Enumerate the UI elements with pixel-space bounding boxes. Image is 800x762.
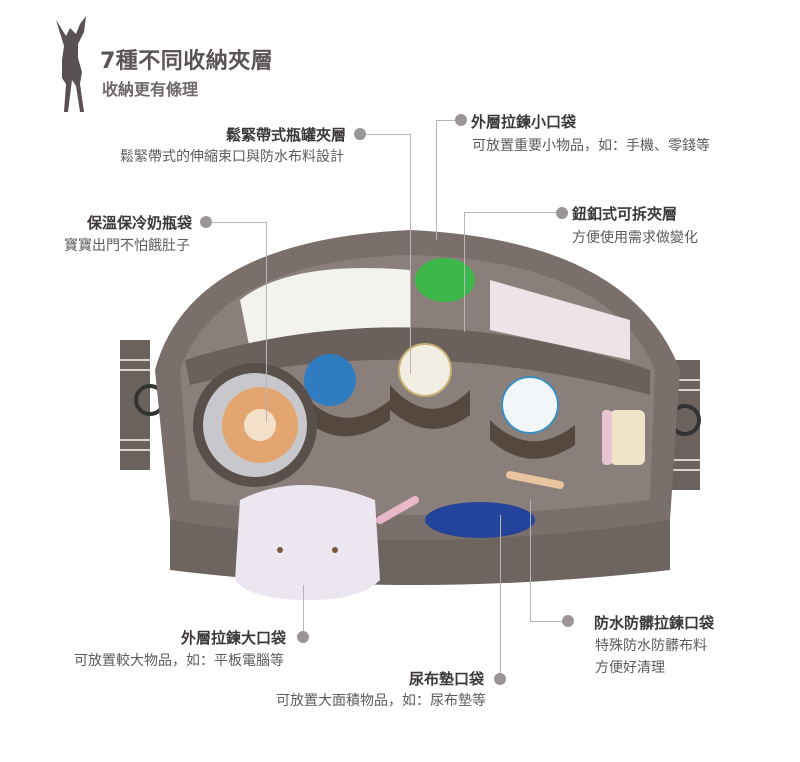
connector-line xyxy=(464,212,558,213)
callout-desc: 鬆緊帶式的伸縮束口與防水布料設計 xyxy=(120,149,344,165)
callout-dot xyxy=(354,128,366,140)
callout-dot xyxy=(562,615,574,627)
callout-dot xyxy=(455,114,467,126)
callout-title: 尿布墊口袋 xyxy=(408,670,484,688)
connector-line xyxy=(366,134,410,135)
connector-line xyxy=(436,120,456,121)
callout-dot xyxy=(297,631,309,643)
connector-line xyxy=(530,500,531,621)
callout-title: 鈕釦式可拆夾層 xyxy=(572,205,678,223)
connector-line xyxy=(436,120,437,240)
callout-title: 外層拉鍊小口袋 xyxy=(471,113,577,131)
page-title: 7種不同收納夾層 xyxy=(100,49,274,74)
connector-line xyxy=(303,585,304,635)
callout-elastic-bottle-pocket: 鬆緊帶式瓶罐夾層 xyxy=(226,124,346,145)
deer-silhouette-icon xyxy=(56,16,86,112)
connector-line xyxy=(266,222,267,422)
callout-desc: 特殊防水防髒布料 xyxy=(595,638,707,654)
callout-desc: 可放置大面積物品，如：尿布墊等 xyxy=(276,693,486,709)
callout-dot xyxy=(556,207,568,219)
callout-desc: 可放置重要小物品，如：手機、零錢等 xyxy=(472,138,710,154)
callout-title: 外層拉鍊大口袋 xyxy=(180,629,286,647)
callout-desc: 方便使用需求做變化 xyxy=(572,230,698,246)
callout-desc: 可放置較大物品，如：平板電腦等 xyxy=(74,653,284,669)
diaper-bag-image xyxy=(120,230,701,600)
connector-line xyxy=(530,621,562,622)
callout-desc: 寶寶出門不怕餓肚子 xyxy=(64,238,190,254)
callout-dot xyxy=(494,673,506,685)
callout-dot xyxy=(200,216,212,228)
callout-title: 保溫保冷奶瓶袋 xyxy=(86,214,192,232)
callout-desc: 方便好清理 xyxy=(595,660,665,676)
callout-title: 鬆緊帶式瓶罐夾層 xyxy=(225,126,346,144)
connector-line xyxy=(410,134,411,374)
connector-line xyxy=(212,222,266,223)
callout-title: 防水防髒拉鍊口袋 xyxy=(594,614,715,632)
connector-line xyxy=(464,212,465,332)
page-subtitle: 收納更有條理 xyxy=(102,80,199,99)
connector-line xyxy=(500,515,501,680)
